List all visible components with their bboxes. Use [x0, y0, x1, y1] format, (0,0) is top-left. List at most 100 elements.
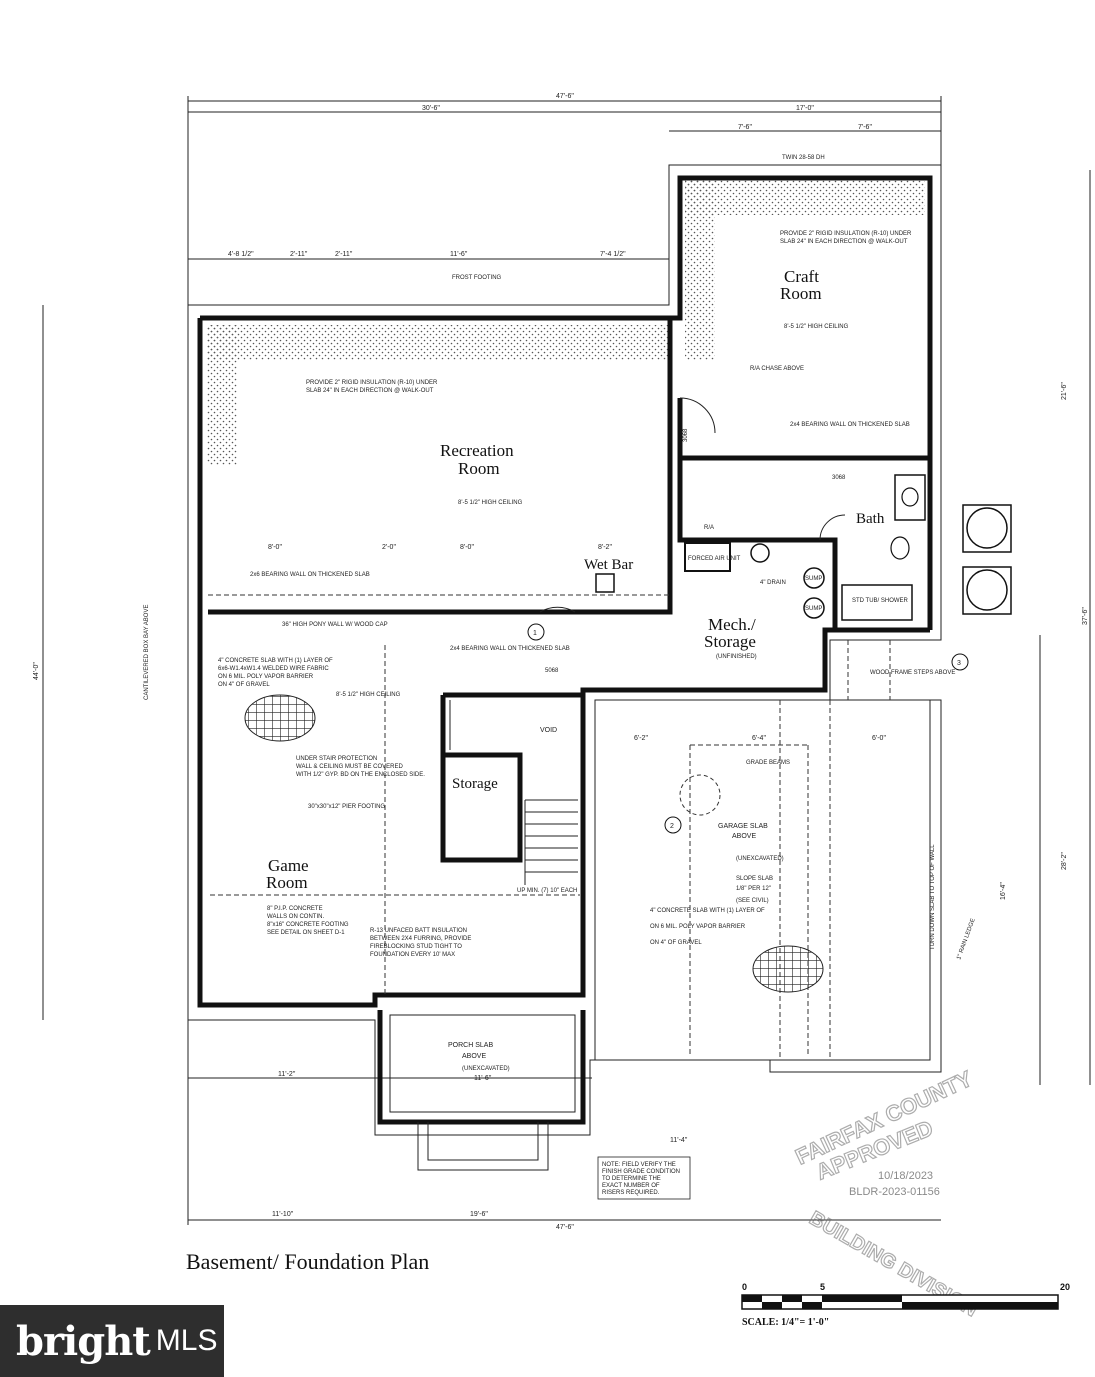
room-void: VOID [540, 727, 557, 734]
dim-rec-c: 2'-11" [335, 251, 353, 258]
note-rigid-craft-2: SLAB 24" IN EACH DIRECTION @ WALK-OUT [780, 239, 908, 245]
dim-garage-a: 6'-2" [634, 735, 648, 742]
note-batt-4: FOUNDATION EVERY 10' MAX [370, 952, 455, 958]
dim-right-lower: 28'-2" [1061, 852, 1068, 870]
room-garage-note: (UNEXCAVATED) [736, 856, 784, 862]
note-ra-chase: R/A CHASE ABOVE [750, 366, 804, 372]
note-pip-4: SEE DETAIL ON SHEET D-1 [267, 930, 345, 936]
dim-bottom-c: 11'-4" [670, 1137, 688, 1144]
gravel-grid-garage [752, 945, 824, 993]
dim-rec-e: 7'-4 1/2" [600, 251, 626, 258]
marker-3: 3 [957, 660, 961, 667]
note-batt-2: BETWEEN 2X4 FURRING, PROVIDE [370, 936, 471, 942]
dashed-footings [208, 594, 891, 1060]
note-slab-3: ON 6 MIL. POLY VAPOR BARRIER [218, 674, 314, 680]
note-slab-4: ON 4" OF GRAVEL [218, 682, 270, 688]
note-bearing-2: 2x4 BEARING WALL ON THICKENED SLAB [790, 422, 910, 428]
rigid-insulation-rec-side [207, 325, 237, 465]
dim-garage-c: 6'-0" [872, 735, 886, 742]
note-bearing-3: 2x4 BEARING WALL ON THICKENED SLAB [450, 646, 570, 652]
room-craft-1: Craft [784, 267, 819, 286]
note-field-box [597, 1156, 691, 1200]
dim-garage-b: 6'-4" [752, 735, 766, 742]
dim-overall-bottom: 47'-6" [556, 1224, 574, 1231]
rigid-insulation-craft-side [685, 180, 715, 360]
dim-bottom-a: 11'-2" [278, 1071, 296, 1078]
brand-name: bright [16, 1317, 151, 1365]
bright-mls-logo: bright MLS [0, 1305, 224, 1377]
note-field-3: TO DETERMINE THE [602, 1176, 661, 1182]
room-craft-2: Room [780, 284, 822, 303]
note-rigid-craft-1: PROVIDE 2" RIGID INSULATION (R-10) UNDER [780, 231, 912, 237]
dim-overall-top: 47'-6" [556, 93, 574, 100]
stamp-date: 10/18/2023 [878, 1170, 934, 1182]
note-slab-2: 6x6-W1.4xW1.4 WELDED WIRE FABRIC [218, 666, 329, 672]
note-wood-frame: WOOD FRAME STEPS ABOVE [870, 670, 955, 676]
note-pip-2: WALLS ON CONTIN. [267, 914, 324, 920]
marker-2: 2 [670, 823, 674, 830]
scale-twenty: 20 [1060, 1282, 1071, 1292]
note-bearing-1: 2x6 BEARING WALL ON THICKENED SLAB [250, 572, 370, 578]
note-field-2: FINISH GRADE CONDITION [602, 1169, 680, 1175]
room-porch-2: ABOVE [462, 1053, 486, 1060]
note-door-3068b: 3068 [832, 475, 846, 481]
dim-rec-d: 11'-6" [450, 251, 468, 258]
room-porch-1: PORCH SLAB [448, 1042, 493, 1049]
note-rigid-2: SLAB 24" IN EACH DIRECTION @ WALK-OUT [306, 388, 434, 394]
note-pony-wall: 36" HIGH PONY WALL W/ WOOD CAP [282, 622, 388, 628]
note-drain: 4" DRAIN [760, 580, 786, 586]
note-field-5: RISERS REQUIRED. [602, 1190, 660, 1196]
note-door-5068: 5068 [545, 668, 559, 674]
note-ceiling-craft: 8'-5 1/2" HIGH CEILING [784, 324, 849, 330]
note-frost-footing: FROST FOOTING [452, 275, 502, 281]
note-ceiling-game: 8'-5 1/2" HIGH CEILING [336, 692, 401, 698]
note-garage-slab-3: ON 4" OF GRAVEL [650, 940, 702, 946]
room-recreation-1: Recreation [440, 441, 514, 460]
note-garage-slab-2: ON 6 MIL. POLY VAPOR BARRIER [650, 924, 746, 930]
note-garage-slab-1: 4" CONCRETE SLAB WITH (1) LAYER OF [650, 908, 765, 914]
note-rain-ledge: 1" RAIN LEDGE [956, 918, 977, 961]
note-stair-3: WITH 1/2" GYP. BD ON THE ENCLOSED SIDE. [296, 772, 425, 778]
note-slab-1: 4" CONCRETE SLAB WITH (1) LAYER OF [218, 658, 333, 664]
stamp-permit: BLDR-2023-01156 [849, 1186, 940, 1198]
room-mech-2: Storage [704, 632, 756, 651]
note-door-3068: 3068 [683, 428, 689, 442]
rigid-insulation-craft [685, 180, 925, 215]
dim-mid-d: 8'-2" [598, 544, 612, 551]
note-pip-1: 8" P.I.P. CONCRETE [267, 906, 323, 912]
note-forced-air: FORCED AIR UNIT [688, 556, 741, 562]
note-tub: STD TUB/ SHOWER [852, 598, 909, 604]
dim-top-left: 30'-6" [422, 105, 440, 112]
dim-bottom-e: 19'-6" [470, 1211, 488, 1218]
stairs [449, 700, 578, 885]
scale-bar [741, 1294, 1059, 1310]
room-wet-bar: Wet Bar [584, 557, 633, 573]
room-mech-note: (UNFINISHED) [716, 654, 757, 660]
brand-mls: MLS [155, 1324, 218, 1357]
foundation-walls [187, 164, 942, 1171]
room-game-1: Game [268, 856, 309, 875]
note-turn-down: TURN DOWN SLAB TO TOP OF WALL [930, 844, 936, 950]
scale-label: SCALE: 1/4"= 1'-0" [742, 1317, 830, 1328]
scale-five: 5 [820, 1282, 826, 1292]
note-field-4: EXACT NUMBER OF [602, 1183, 660, 1189]
dim-rec-a: 4'-8 1/2" [228, 251, 254, 258]
room-storage: Storage [452, 776, 498, 792]
room-game-2: Room [266, 873, 308, 892]
dim-bottom-b: 11'-6" [474, 1075, 492, 1082]
marker-2-circle [664, 816, 682, 834]
note-slope-2: 1/8" PER 12" [736, 886, 771, 892]
dim-bottom-d: 11'-10" [272, 1211, 294, 1218]
note-void-up: UP MIN. (7) 10" EACH [517, 888, 577, 894]
note-pip-3: 8"x16" CONCRETE FOOTING [267, 922, 349, 928]
dim-right-total: 37'-6" [1082, 607, 1089, 625]
note-sump-1: SUMP [805, 576, 822, 582]
note-cantilevered: CANTILEVERED BOX BAY ABOVE [144, 605, 150, 700]
note-grade-beams: GRADE BEAMS [746, 760, 790, 766]
room-garage-1: GARAGE SLAB [718, 823, 768, 830]
dim-mid-b: 2'-0" [382, 544, 396, 551]
note-field-1: NOTE: FIELD VERIFY THE [602, 1162, 676, 1168]
marker-3-circle [951, 653, 969, 671]
rigid-insulation-rec [207, 325, 669, 360]
note-ceiling-rec: 8'-5 1/2" HIGH CEILING [458, 500, 523, 506]
